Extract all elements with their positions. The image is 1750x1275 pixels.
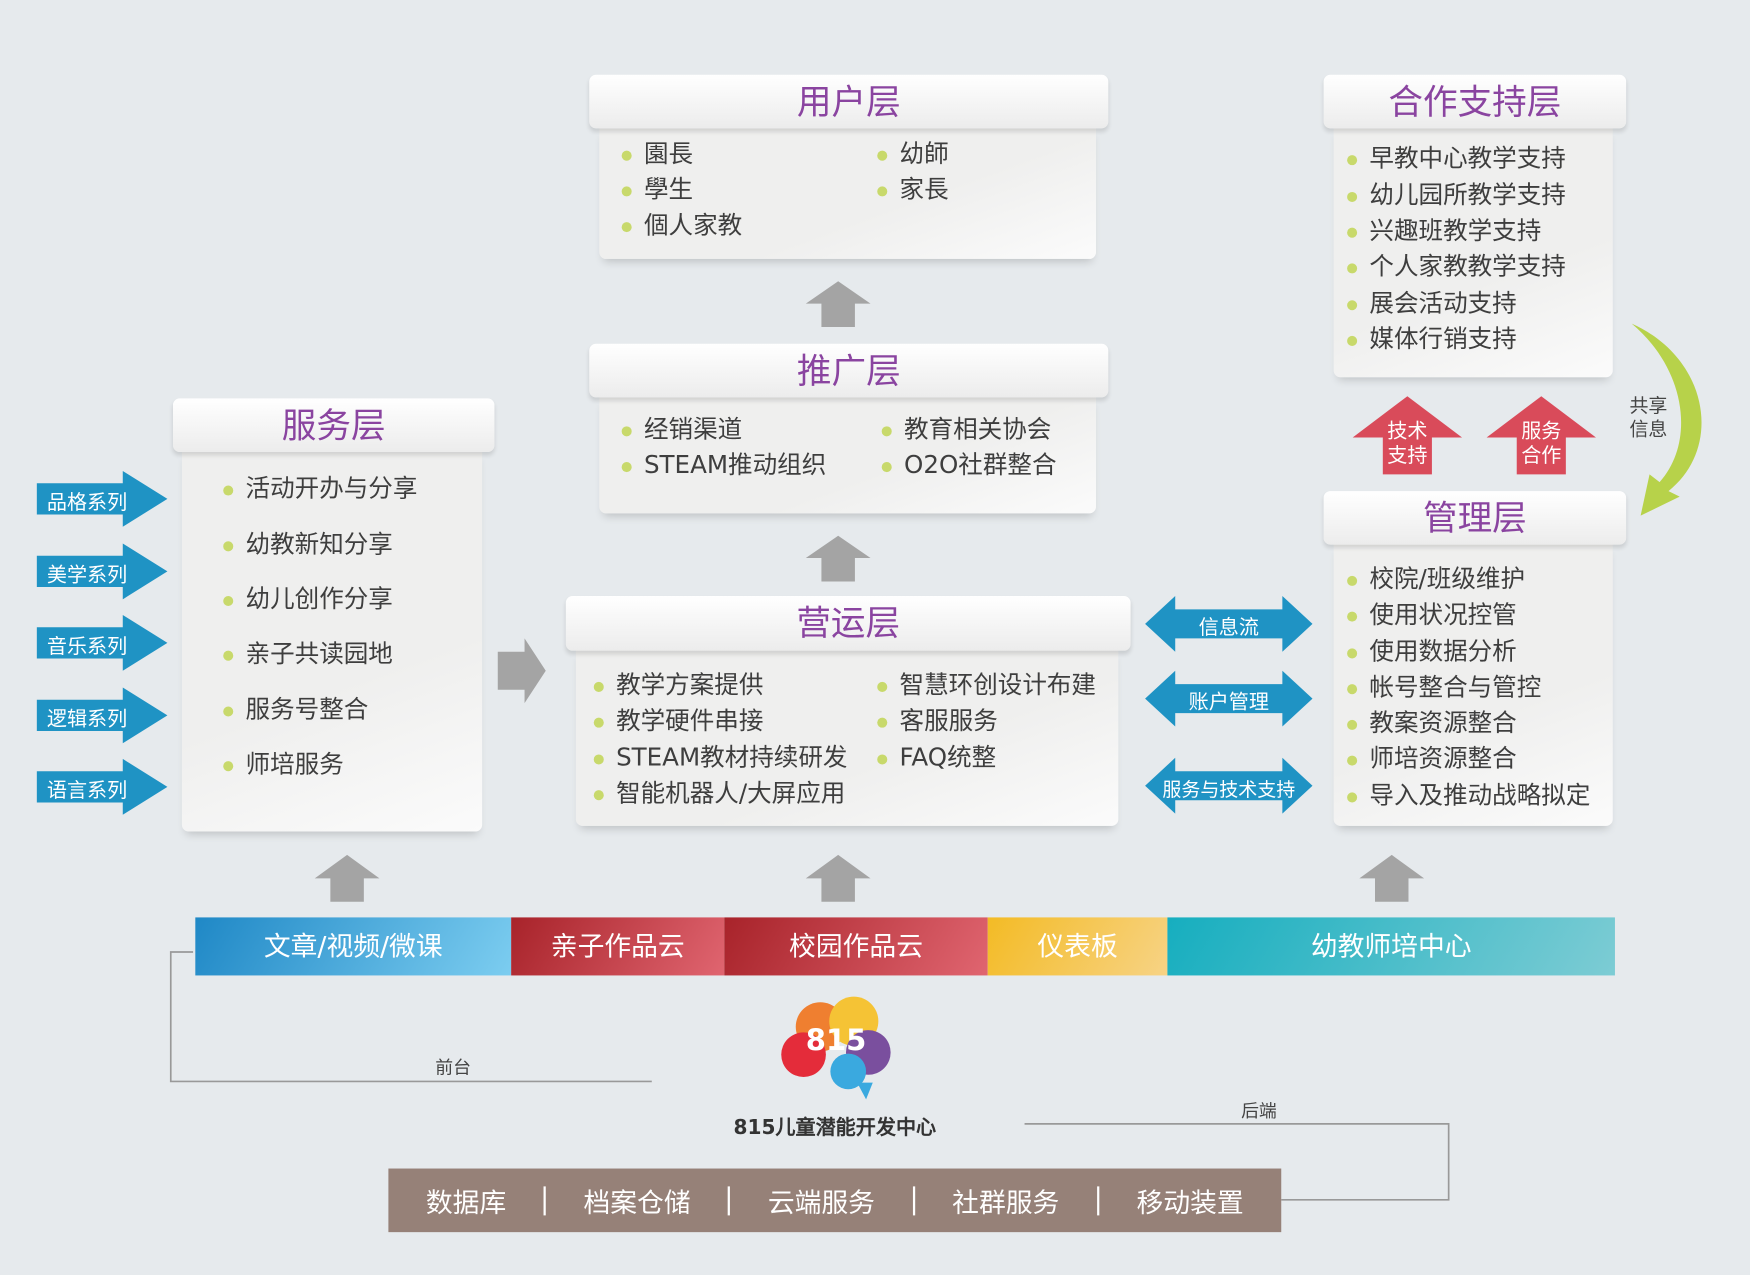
flow-label: 账户管理	[1188, 690, 1269, 715]
mgmt-layer-title: 管理层	[1323, 491, 1627, 545]
product-teacher-center[interactable]: 幼教师培中心	[1167, 917, 1615, 976]
list-item: 教学硬件串接	[593, 707, 764, 736]
list-item: 早教中心教学支持	[1347, 145, 1566, 173]
promo-layer-body: 经销渠道 教育相关协会 STEAM推动组织 O2O社群整合	[599, 393, 1096, 514]
list-item: 校院/班级维护	[1347, 565, 1526, 594]
blue-right-arrow-icon	[36, 543, 168, 600]
list-item: 展会活动支持	[1347, 290, 1517, 319]
list-item: 师培资源整合	[1347, 745, 1517, 774]
blue-right-arrow-icon	[36, 687, 168, 744]
back-label: 后端	[1241, 1100, 1277, 1122]
backend-community: 社群服务	[952, 1187, 1060, 1219]
gray-up-arrow-icon	[314, 854, 380, 902]
list-item: 學生	[621, 176, 694, 205]
coop-layer-title: 合作支持层	[1323, 74, 1627, 129]
divider	[728, 1185, 731, 1215]
backend-database: 数据库	[425, 1187, 507, 1219]
backend-cloud: 云端服务	[767, 1187, 875, 1219]
list-item: 师培服务	[223, 751, 344, 780]
list-item: 服务号整合	[223, 696, 369, 725]
list-item: 幼師	[877, 140, 949, 169]
front-label: 前台	[435, 1056, 471, 1079]
coop-layer-body: 早教中心教学支持 幼儿园所教学支持 兴趣班教学支持 个人家教教学支持 展会活动支…	[1333, 124, 1613, 378]
blue-right-arrow-icon	[36, 470, 168, 527]
service-layer-body: 活动开办与分享 幼教新知分享 幼儿创作分享 亲子共读园地 服务号整合 师培服务	[181, 448, 483, 832]
list-item: STEAM教材持续研发	[593, 744, 848, 773]
list-item: 导入及推动战略拟定	[1347, 782, 1591, 811]
list-item: 客服服务	[877, 707, 998, 736]
tech-support-label: 技术 支持	[1387, 419, 1428, 468]
service-layer-title: 服务层	[172, 398, 495, 453]
series-label: 美学系列	[46, 563, 128, 588]
user-layer-title: 用户层	[589, 74, 1109, 129]
list-item: 媒体行销支持	[1347, 325, 1517, 354]
flow-label: 信息流	[1198, 616, 1259, 640]
list-item: 幼儿创作分享	[223, 585, 393, 614]
back-connector-line	[1024, 1123, 1450, 1201]
list-item: 经销渠道	[621, 416, 743, 445]
gray-right-arrow-icon	[497, 638, 546, 704]
gray-up-arrow-icon	[805, 281, 871, 328]
service-coop-label: 服务 合作	[1521, 419, 1562, 468]
product-articles[interactable]: 文章/视频/微课	[195, 917, 512, 976]
green-curved-arrow-icon	[1631, 323, 1702, 516]
list-item: 教学方案提供	[593, 671, 764, 700]
logo-icon	[781, 996, 891, 1100]
list-item: 教育相关协会	[881, 416, 1052, 445]
backend-mobile: 移动装置	[1136, 1187, 1244, 1219]
list-item: 教案资源整合	[1347, 709, 1517, 738]
flow-label: 服务与技术支持	[1162, 779, 1296, 802]
gray-up-arrow-icon	[1359, 854, 1425, 902]
red-up-arrow-icon	[1352, 396, 1463, 475]
list-item: 個人家教	[621, 212, 743, 240]
list-item: 家長	[877, 176, 949, 205]
series-label: 语言系列	[46, 779, 128, 803]
list-item: 智慧环创设计布建	[877, 671, 1096, 700]
list-item: 幼教新知分享	[223, 531, 393, 560]
promo-layer-title: 推广层	[589, 343, 1109, 398]
list-item: 兴趣班教学支持	[1347, 217, 1542, 246]
series-label: 品格系列	[46, 491, 128, 515]
mgmt-layer-body: 校院/班级维护 使用状况控管 使用数据分析 帐号整合与管控 教案资源整合 师培资…	[1333, 541, 1613, 826]
shared-info-label: 共享 信息	[1629, 395, 1668, 441]
blue-right-arrow-icon	[36, 614, 168, 671]
list-item: 帐号整合与管控	[1347, 674, 1542, 703]
list-item: O2O社群整合	[881, 452, 1057, 480]
divider	[543, 1185, 546, 1215]
product-dashboard[interactable]: 仪表板	[987, 917, 1168, 976]
list-item: 使用数据分析	[1347, 638, 1517, 667]
divider	[912, 1185, 915, 1215]
list-item: STEAM推动组织	[621, 452, 827, 480]
list-item: 个人家教教学支持	[1347, 253, 1566, 282]
ops-layer-title: 营运层	[565, 595, 1131, 651]
list-item: 亲子共读园地	[223, 640, 393, 669]
double-arrow-icon	[1145, 670, 1313, 727]
product-campus-works[interactable]: 校园作品云	[724, 917, 988, 976]
backend-bar: 数据库 档案仓储 云端服务 社群服务 移动装置	[388, 1168, 1282, 1233]
double-arrow-icon	[1145, 595, 1313, 652]
gray-up-arrow-icon	[805, 854, 871, 902]
divider	[1096, 1185, 1100, 1215]
list-item: 幼儿园所教学支持	[1347, 181, 1566, 210]
gray-up-arrow-icon	[805, 535, 871, 582]
user-layer-body: 園長 幼師 學生 家長 個人家教	[599, 124, 1096, 259]
logo-number: 815	[805, 1024, 867, 1059]
logo-name: 815儿童潜能开发中心	[733, 1116, 937, 1140]
backend-archive: 档案仓储	[583, 1187, 691, 1219]
list-item: 園長	[621, 140, 694, 169]
list-item: 活动开办与分享	[223, 475, 418, 504]
ops-layer-body: 教学方案提供 智慧环创设计布建 教学硬件串接 客服服务 STEAM教材持续研发 …	[575, 647, 1119, 826]
double-arrow-icon	[1145, 757, 1313, 814]
product-parent-works[interactable]: 亲子作品云	[511, 917, 725, 976]
list-item: FAQ统整	[877, 744, 997, 773]
series-label: 音乐系列	[46, 635, 128, 659]
front-connector-line	[169, 951, 652, 1083]
list-item: 智能机器人/大屏应用	[593, 780, 846, 809]
blue-right-arrow-icon	[36, 758, 168, 815]
list-item: 使用状况控管	[1347, 601, 1517, 630]
series-label: 逻辑系列	[46, 707, 128, 732]
red-up-arrow-icon	[1486, 396, 1596, 475]
